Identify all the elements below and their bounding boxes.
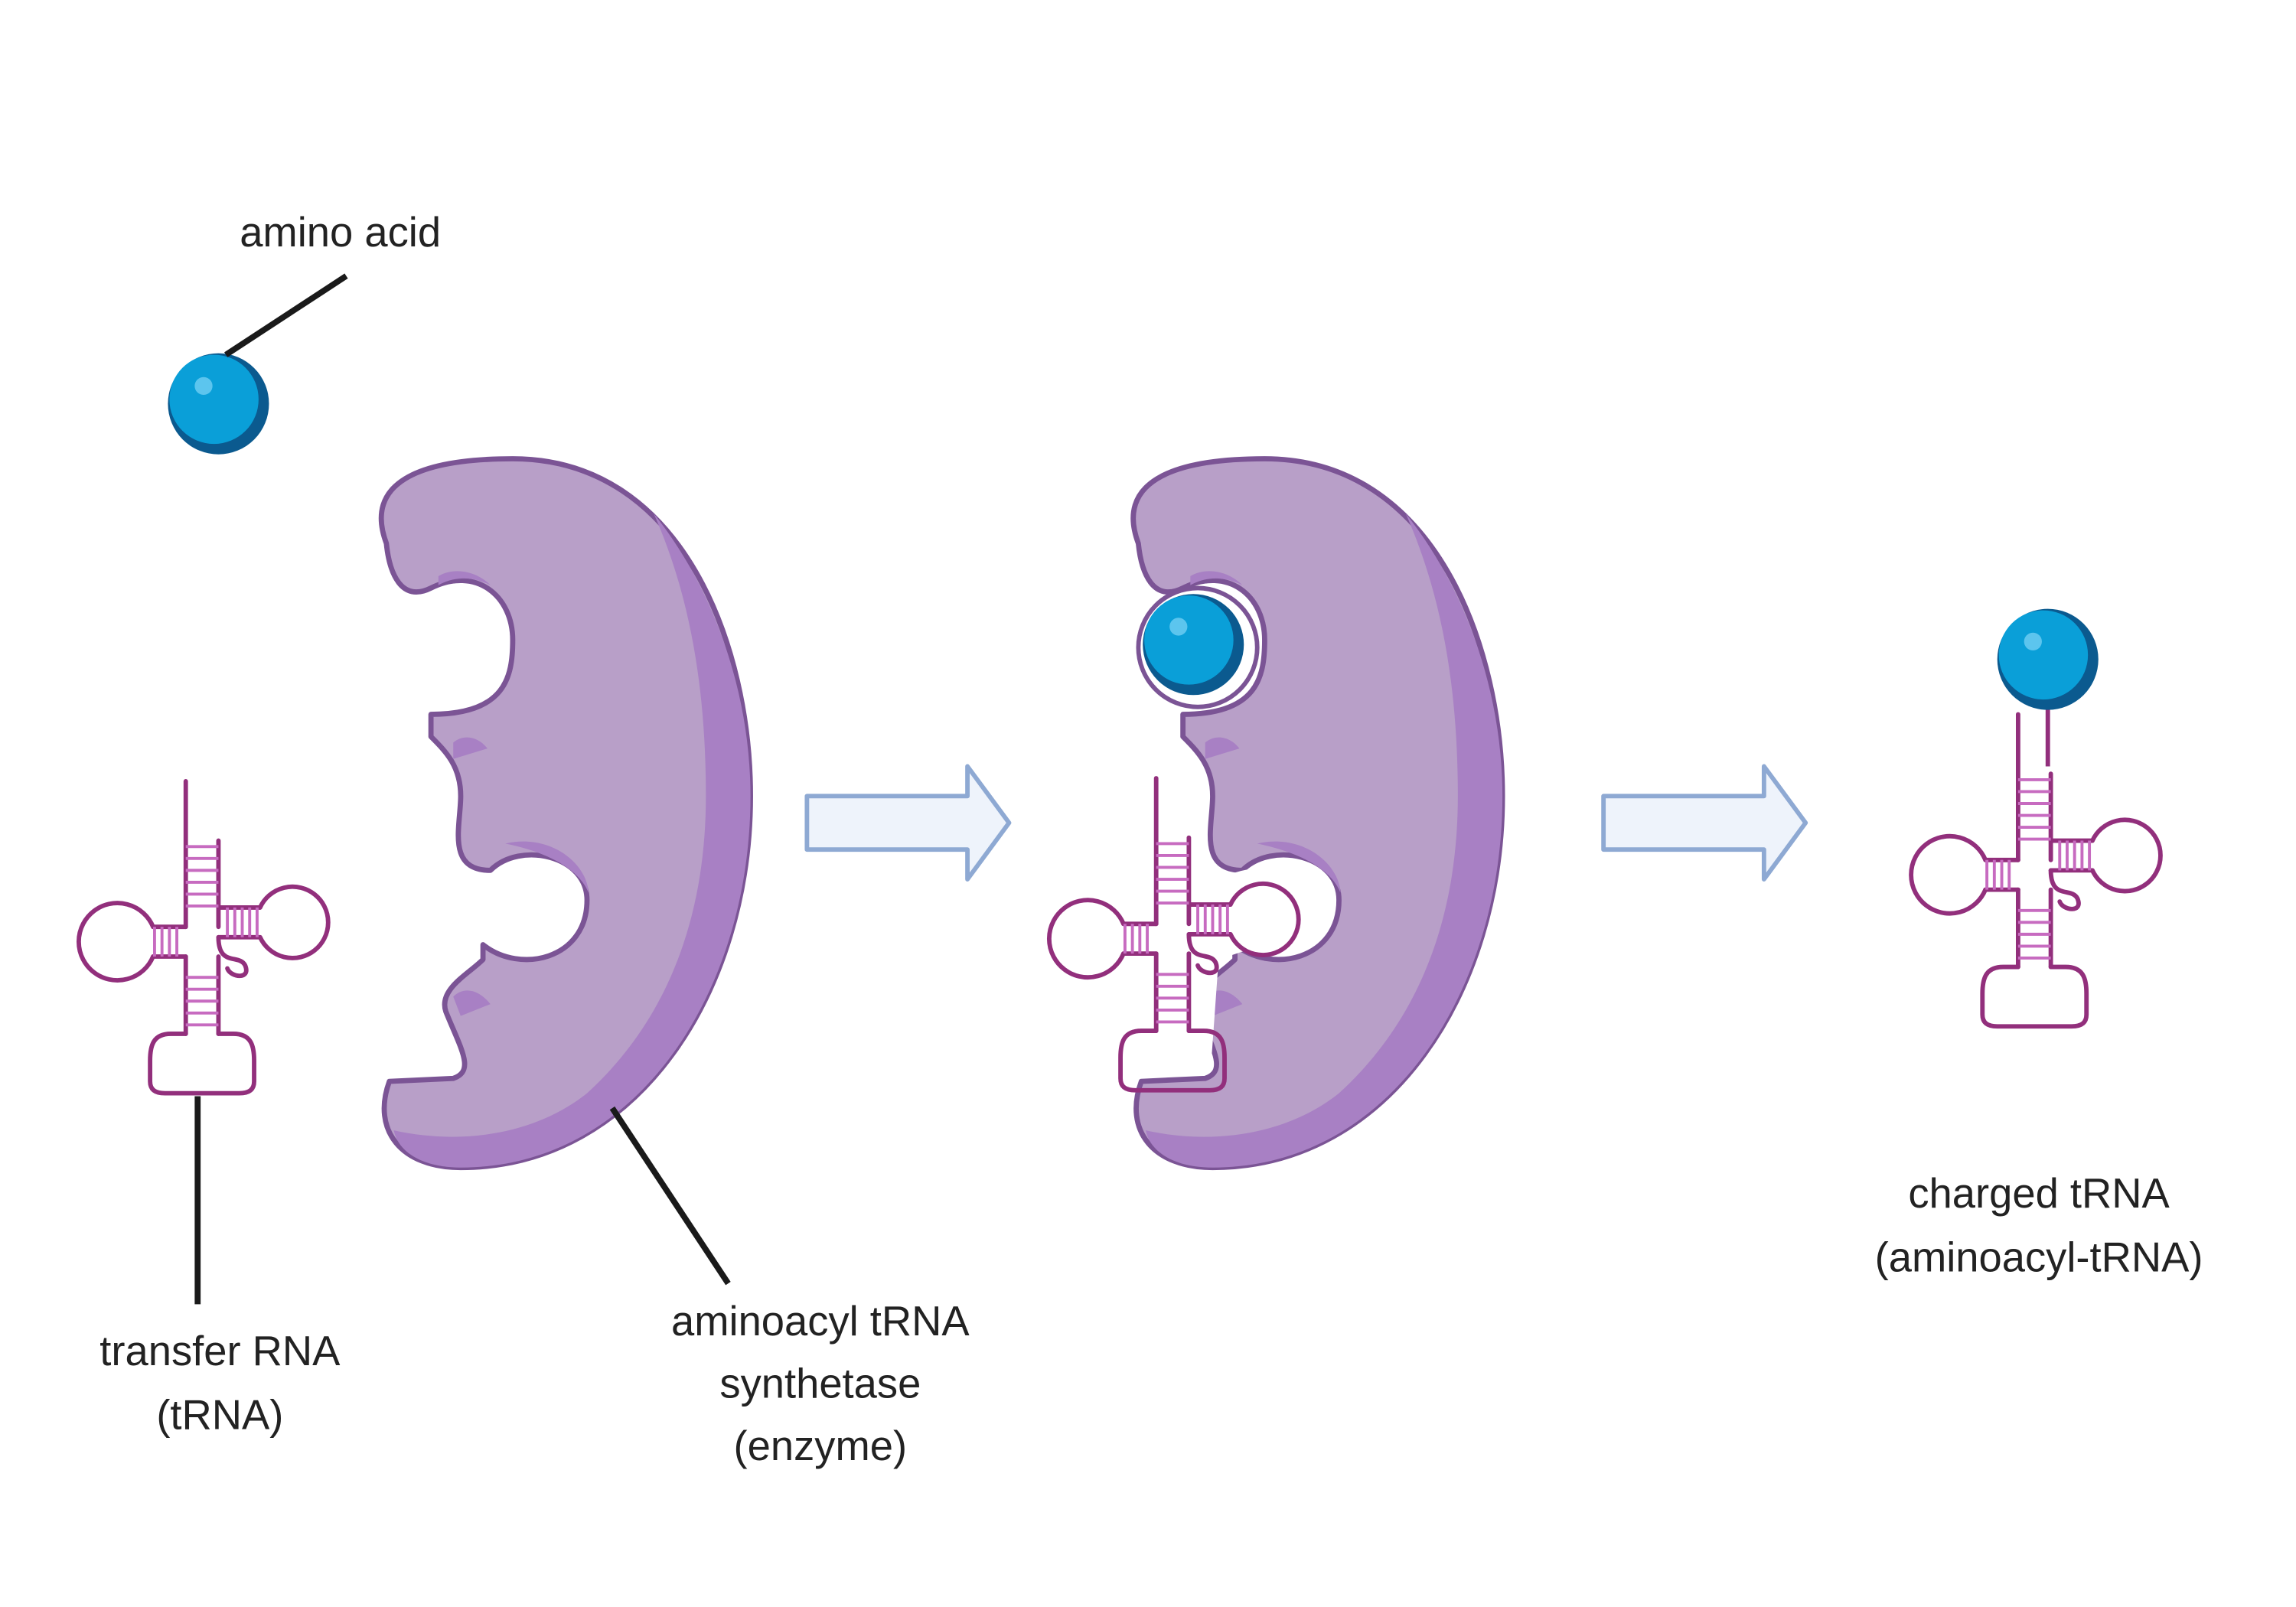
trna-icon <box>79 781 328 1094</box>
trna-label-line2: (tRNA) <box>156 1391 283 1438</box>
amino-acid-icon <box>168 353 269 455</box>
charged-amino-acid-icon <box>1997 608 2099 710</box>
amino-acid-leader-line <box>224 273 348 357</box>
enzyme-leader-line <box>609 1106 731 1286</box>
enzyme-complex <box>1040 459 1502 1168</box>
enzyme-icon <box>381 459 750 1168</box>
charged-trna-label-line1: charged tRNA <box>1908 1170 2170 1217</box>
charged-trna <box>1911 608 2161 1027</box>
enzyme-label-line2: synthetase <box>719 1361 921 1407</box>
charged-trna-icon <box>1911 714 2161 1026</box>
trna-label-line1: transfer RNA <box>99 1328 341 1374</box>
arrow-right-icon-2 <box>1603 766 1805 879</box>
arrow-right-icon <box>807 766 1009 879</box>
enzyme-label-line1: aminoacyl tRNA <box>671 1298 970 1345</box>
enzyme-label-line3: (enzyme) <box>734 1423 908 1469</box>
amino-acid-label: amino acid <box>240 209 441 256</box>
charged-trna-label-line2: (aminoacyl-tRNA) <box>1875 1234 2203 1281</box>
amino-acid-bound-icon <box>1143 594 1244 696</box>
